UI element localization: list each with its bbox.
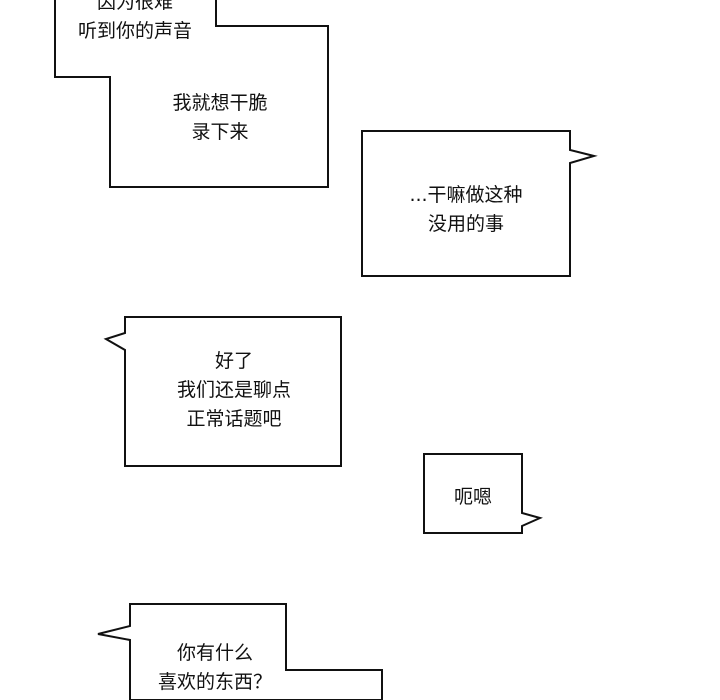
speech-bubble-text-4: 好了 我们还是聊点 正常话题吧 [134, 347, 334, 434]
dialogue-line: 我们还是聊点 [176, 379, 291, 401]
dialogue-line: 录下来 [191, 121, 249, 143]
dialogue-line: 听到你的声音 [77, 20, 192, 42]
speech-bubble-text-2: 我就想干脆 录下来 [130, 89, 310, 147]
speech-bubble-outline-3 [361, 130, 598, 277]
speech-bubble-text-1: 因为很难 听到你的声音 [55, 0, 215, 46]
dialogue-line: 正常话题吧 [186, 408, 282, 430]
dialogue-line: ...干嘛做这种 [409, 184, 523, 206]
dialogue-line: 没用的事 [427, 213, 504, 235]
speech-bubble-outline-4 [103, 316, 342, 467]
dialogue-line: 好了 [214, 350, 253, 372]
speech-bubble-text-3: ...干嘛做这种 没用的事 [370, 181, 562, 239]
dialogue-line: 你有什么 [176, 642, 253, 664]
speech-bubble-outline-5 [423, 453, 543, 534]
speech-bubble-outline-6 [97, 603, 383, 700]
speech-bubble-text-6: 你有什么 喜欢的东西？ [130, 639, 300, 697]
dialogue-line: 呃嗯 [453, 486, 492, 508]
dialogue-line: 我就想干脆 [172, 92, 268, 114]
speech-bubble-text-5: 呃嗯 [424, 483, 522, 512]
dialogue-line: 因为很难 [96, 0, 173, 13]
speech-bubble-outline-1 [54, 0, 329, 188]
dialogue-line: 喜欢的东西？ [157, 671, 272, 693]
